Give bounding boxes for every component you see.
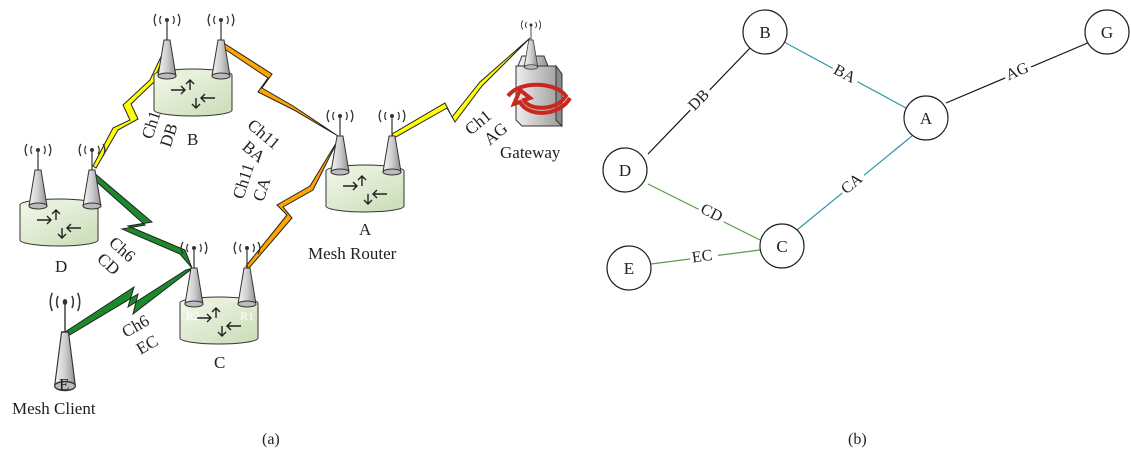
gateway-device (506, 20, 572, 128)
router-c: R2 R1 (179, 241, 261, 345)
svg-text:C: C (776, 237, 787, 256)
link-ca-label: Ch11 CA (229, 161, 275, 204)
link-bolts (64, 37, 531, 337)
edge-ba-label: BA (829, 57, 863, 87)
router-a-role: Mesh Router (308, 244, 397, 263)
edge-ec-label: EC (688, 243, 719, 267)
svg-text:D: D (619, 161, 631, 180)
router-a (325, 109, 406, 213)
client-e-label: E (59, 375, 69, 394)
link-cd-bolt (89, 171, 193, 269)
svg-text:B: B (759, 23, 770, 42)
panel-b-caption: (b) (848, 431, 867, 448)
node-c: C (759, 223, 805, 269)
edge-ag-label: AG (1000, 55, 1034, 84)
router-c-label: C (214, 353, 225, 372)
edge-db-label: DB (681, 81, 715, 115)
node-a: A (903, 95, 949, 141)
gateway-arrow-icon (506, 82, 572, 115)
svg-text:EC: EC (691, 247, 714, 267)
link-ag-bolt (391, 37, 531, 139)
svg-text:A: A (920, 109, 933, 128)
link-ca-bolt (245, 139, 339, 269)
router-a-label: A (359, 220, 372, 239)
link-ec-label: Ch6 EC (119, 311, 162, 359)
router-b-label: B (187, 130, 198, 149)
panel-a-caption: (a) (262, 431, 280, 448)
node-e: E (606, 245, 652, 291)
client-e-role: Mesh Client (12, 399, 96, 418)
router-d-label: D (55, 257, 67, 276)
link-ba-label: Ch11 BA (239, 115, 284, 167)
link-cd-label: Ch6 CD (93, 233, 139, 279)
panel-b: DB BA AG CA C D EC B G (602, 9, 1130, 448)
router-b (153, 13, 235, 117)
node-d: D (602, 147, 648, 193)
gateway-label: Gateway (500, 143, 561, 162)
node-b: B (742, 9, 788, 55)
node-g: G (1084, 9, 1130, 55)
router-d (19, 143, 106, 247)
svg-text:G: G (1101, 23, 1113, 42)
link-ba-bolt (219, 41, 339, 137)
panel-a: R2 R1 B D A Mesh Router C E Mesh Client … (12, 13, 572, 448)
router-c-radio-left: R2 (186, 309, 200, 323)
edge-ca-label: CA (834, 165, 868, 198)
router-c-radio-right: R1 (240, 309, 254, 323)
svg-text:E: E (624, 259, 634, 278)
